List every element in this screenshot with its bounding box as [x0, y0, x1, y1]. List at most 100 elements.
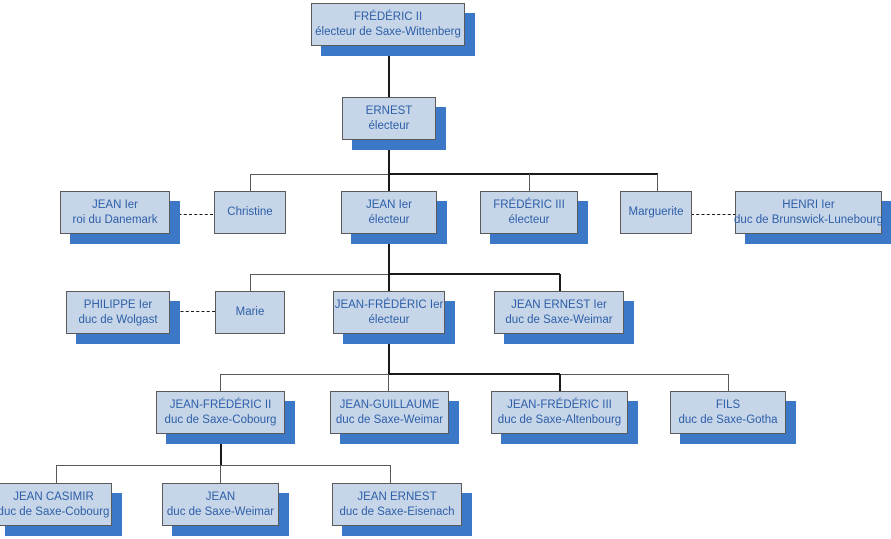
node-box: JEAN-FRÉDÉRIC III duc de Saxe-Altenbourg [491, 391, 628, 434]
node-subtitle: duc de Saxe-Cobourg [164, 413, 277, 426]
bus-generation3-left [250, 174, 389, 175]
node-subtitle: duc de Saxe-Weimar [166, 505, 275, 518]
marriage-link-jean1danemark-christine [168, 214, 213, 215]
node-subtitle: duc de Brunswick-Lunebourg [734, 213, 883, 226]
node-jeancasimir[interactable]: JEAN CASIMIR duc de Saxe-Cobourg [0, 483, 122, 536]
node-subtitle: duc de Wolgast [78, 313, 158, 326]
node-henri1[interactable]: HENRI Ier duc de Brunswick-Lunebourg [734, 191, 891, 244]
node-frederic3[interactable]: FRÉDÉRIC III électeur [480, 191, 588, 244]
node-subtitle: duc de Saxe-Eisenach [339, 505, 455, 518]
bus-generation5-left [220, 374, 389, 375]
node-box: ERNEST électeur [342, 97, 436, 140]
node-box: FILS duc de Saxe-Gotha [670, 391, 786, 434]
node-box: HENRI Ier duc de Brunswick-Lunebourg [734, 191, 883, 234]
drop-fils [728, 374, 729, 391]
node-subtitle: duc de Saxe-Altenbourg [497, 413, 622, 426]
node-box: JEAN Ier électeur [341, 191, 437, 234]
node-subtitle: roi du Danemark [72, 213, 158, 226]
connector-jeanfrederic1-down [388, 338, 390, 374]
node-box: FRÉDÉRIC III électeur [480, 191, 578, 234]
node-subtitle: duc de Saxe-Cobourg [0, 505, 110, 518]
node-title: JEAN-FRÉDÉRIC III [507, 398, 612, 411]
node-title: JEAN ERNEST [357, 490, 437, 503]
connector-jeanfrederic2-down [220, 438, 222, 465]
node-jeanernest[interactable]: JEAN ERNEST duc de Saxe-Eisenach [332, 483, 472, 536]
node-title: FRÉDÉRIC II [353, 10, 423, 23]
node-title: JEAN ERNEST Ier [511, 298, 607, 311]
bus-generation6 [56, 465, 391, 466]
node-title: JEAN-FRÉDÉRIC II [169, 398, 272, 411]
connector-jean1electeur-down [388, 238, 390, 274]
node-marie[interactable]: Marie [215, 291, 285, 334]
node-title: HENRI Ier [782, 198, 835, 211]
drop-jeanernest [390, 465, 391, 483]
node-title: Marguerite [628, 206, 684, 219]
node-jean[interactable]: JEAN duc de Saxe-Weimar [162, 483, 289, 536]
node-jeanernest1[interactable]: JEAN ERNEST Ier duc de Saxe-Weimar [494, 291, 634, 344]
node-box: Marguerite [620, 191, 692, 234]
node-jean1electeur[interactable]: JEAN Ier électeur [341, 191, 447, 244]
drop-jeanfrederic3 [559, 374, 561, 391]
drop-jean [220, 465, 221, 483]
bus-generation5-right [559, 374, 729, 375]
bus-generation4-right [388, 273, 560, 275]
node-box: JEAN-FRÉDÉRIC II duc de Saxe-Cobourg [156, 391, 285, 434]
node-jeanfrederic1[interactable]: JEAN-FRÉDÉRIC Ier électeur [333, 291, 455, 344]
marriage-link-marguerite-henri1 [691, 214, 736, 215]
drop-jeancasimir [56, 465, 57, 483]
node-title: JEAN-FRÉDÉRIC Ier [334, 298, 444, 311]
node-box: JEAN ERNEST duc de Saxe-Eisenach [332, 483, 462, 526]
node-subtitle: duc de Saxe-Weimar [505, 313, 613, 326]
drop-jeanfrederic1 [388, 274, 390, 291]
drop-jeanguillaume [388, 374, 389, 391]
node-box: JEAN duc de Saxe-Weimar [162, 483, 279, 526]
node-frederic2[interactable]: FRÉDÉRIC II électeur de Saxe-Wittenberg [311, 3, 475, 56]
node-subtitle: électeur [508, 213, 550, 226]
node-philippe1[interactable]: PHILIPPE Ier duc de Wolgast [66, 291, 180, 344]
drop-jean1electeur [388, 174, 390, 191]
node-title: FRÉDÉRIC III [493, 198, 565, 211]
node-box: Marie [215, 291, 285, 334]
node-box: Christine [214, 191, 286, 234]
drop-marguerite [657, 174, 658, 191]
node-ernest[interactable]: ERNEST électeur [342, 97, 446, 150]
drop-marie [250, 274, 251, 291]
bus-generation5-mid [388, 373, 560, 375]
marriage-link-philippe1-marie [170, 311, 215, 312]
node-subtitle: électeur de Saxe-Wittenberg [315, 25, 461, 38]
node-subtitle: électeur [368, 313, 410, 326]
drop-christine [250, 174, 251, 191]
node-subtitle: électeur [368, 119, 410, 132]
node-title: FILS [715, 398, 741, 411]
node-box: JEAN Ier roi du Danemark [60, 191, 170, 234]
drop-jeanfrederic2 [220, 374, 221, 391]
bus-generation4-left [250, 274, 389, 275]
drop-frederic3 [529, 174, 530, 191]
node-box: JEAN CASIMIR duc de Saxe-Cobourg [0, 483, 112, 526]
bus-generation3-right [388, 173, 658, 175]
node-christine[interactable]: Christine [214, 191, 286, 234]
node-jean1danemark[interactable]: JEAN Ier roi du Danemark [60, 191, 180, 244]
node-box: PHILIPPE Ier duc de Wolgast [66, 291, 170, 334]
node-jeanguillaume[interactable]: JEAN-GUILLAUME duc de Saxe-Weimar [330, 391, 459, 444]
node-title: PHILIPPE Ier [83, 298, 153, 311]
node-box: FRÉDÉRIC II électeur de Saxe-Wittenberg [311, 3, 465, 46]
node-jeanfrederic2[interactable]: JEAN-FRÉDÉRIC II duc de Saxe-Cobourg [156, 391, 295, 444]
node-title: JEAN [205, 490, 236, 503]
node-subtitle: électeur [368, 213, 410, 226]
node-title: ERNEST [365, 104, 413, 117]
node-subtitle: duc de Saxe-Gotha [678, 413, 778, 426]
node-jeanfrederic3[interactable]: JEAN-FRÉDÉRIC III duc de Saxe-Altenbourg [491, 391, 638, 444]
node-title: JEAN Ier [91, 198, 138, 211]
connector-frederic2-ernest [388, 46, 390, 103]
node-box: JEAN-GUILLAUME duc de Saxe-Weimar [330, 391, 449, 434]
node-marguerite[interactable]: Marguerite [620, 191, 692, 234]
node-title: JEAN CASIMIR [13, 490, 94, 503]
connector-ernest-down [388, 140, 390, 174]
node-box: JEAN-FRÉDÉRIC Ier électeur [333, 291, 445, 334]
node-title: JEAN Ier [365, 198, 412, 211]
drop-jeanernest1 [559, 274, 561, 291]
node-title: Marie [235, 306, 265, 319]
node-fils[interactable]: FILS duc de Saxe-Gotha [670, 391, 796, 444]
